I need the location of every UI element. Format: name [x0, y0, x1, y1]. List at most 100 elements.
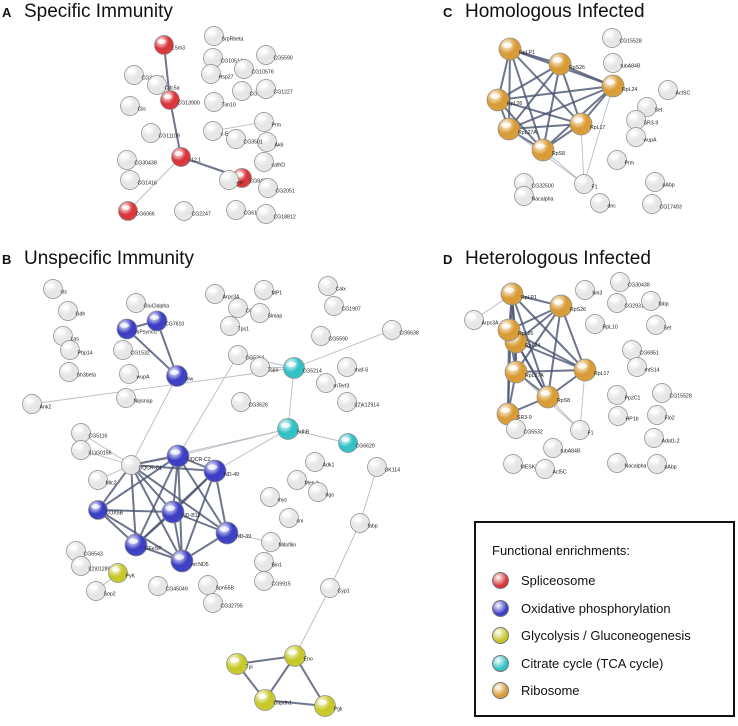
node-highlight [650, 458, 659, 464]
protein-node: F1 [570, 420, 594, 440]
node-highlight [63, 344, 72, 350]
protein-label: Mitofilin [279, 542, 297, 548]
protein-label: RpLP1 [521, 295, 537, 301]
node-highlight [123, 174, 132, 180]
protein-label: ND-39 [236, 534, 251, 540]
panel-title: Specific Immunity [24, 1, 173, 22]
protein-label: mPsyncC [135, 330, 157, 336]
glycolysis-swatch-icon [492, 626, 509, 644]
protein-label: RpL27A [518, 130, 537, 136]
protein-node-sphere [170, 549, 194, 573]
node-highlight [317, 699, 328, 705]
node-highlight [144, 127, 153, 133]
node-highlight [630, 361, 639, 367]
protein-node: sni [279, 508, 304, 528]
node-highlight [341, 437, 350, 443]
protein-node-sphere [124, 533, 148, 557]
protein-label: Prm [272, 122, 282, 128]
protein-node: l(2)01289 [71, 556, 111, 576]
protein-node: CG18812 [256, 204, 296, 224]
node-highlight [577, 178, 586, 184]
protein-label: Eno [304, 657, 313, 663]
protein-label: ActSC [676, 90, 691, 96]
node-highlight [311, 486, 320, 492]
protein-label: CG5532 [524, 429, 543, 435]
protein-label: PyK [126, 573, 136, 579]
protein-node: ND-49 [203, 459, 239, 483]
protein-label: CG2931 [625, 303, 644, 309]
node-highlight [91, 504, 100, 510]
protein-label: sni [297, 518, 304, 524]
protein-node: CG6066 [118, 201, 155, 221]
protein-label: F1 [592, 184, 598, 190]
node-highlight [257, 693, 268, 699]
network-edge [177, 455, 228, 534]
protein-label: CG9915 [272, 581, 291, 587]
node-highlight [261, 182, 270, 188]
node-highlight [207, 96, 216, 102]
protein-node-sphere [116, 318, 138, 340]
protein-node: ActSC [658, 80, 691, 100]
protein-node: RFeSP [124, 533, 162, 557]
node-highlight [606, 57, 615, 63]
protein-node: Prm [607, 150, 634, 170]
protein-node: fabp [350, 513, 378, 533]
node-highlight [340, 361, 349, 367]
node-highlight [467, 314, 476, 320]
protein-node-sphere [166, 444, 190, 468]
node-highlight [235, 85, 244, 91]
protein-label: Tpi [246, 665, 253, 671]
network-edge [511, 293, 586, 371]
protein-node: CG6638 [382, 320, 419, 340]
node-highlight [650, 409, 659, 415]
protein-label: Pgk [334, 707, 343, 713]
legend-label: Glycolysis / Gluconeogenesis [521, 627, 691, 643]
panel-letter: A [2, 5, 12, 20]
network-edge [135, 455, 179, 546]
protein-node: fabp [641, 291, 669, 311]
protein-label: CG18812 [274, 214, 296, 220]
protein-node: GluClalpha [126, 293, 169, 313]
node-highlight [111, 567, 120, 573]
protein-label: dnc [608, 203, 617, 209]
protein-node: RpL26 [486, 88, 522, 112]
node-highlight [517, 177, 526, 183]
node-highlight [593, 197, 602, 203]
ribosome-swatch-icon [492, 681, 509, 699]
network-edge [80, 432, 132, 466]
protein-node: CG9915 [254, 571, 291, 591]
protein-label: Slmap [268, 313, 283, 319]
node-highlight [122, 368, 131, 374]
protein-label: CG6638 [400, 330, 419, 336]
network-edge [31, 367, 295, 405]
node-highlight [128, 538, 139, 544]
protein-node: Nipsnap [116, 388, 153, 408]
node-highlight [578, 284, 587, 290]
protein-label: CG15528 [620, 38, 642, 44]
protein-node-sphere [486, 88, 510, 112]
node-highlight [223, 320, 232, 326]
protein-node-sphere [203, 459, 227, 483]
protein-label: Cyp1 [338, 588, 350, 594]
protein-node: RpL27A [504, 360, 544, 384]
node-highlight [177, 205, 186, 211]
node-highlight [573, 424, 582, 430]
protein-node: pAbp [647, 454, 677, 474]
protein-label: CG11109 [159, 133, 181, 139]
protein-node: Ak6 [257, 132, 284, 152]
protein-label: bin3 [593, 290, 603, 296]
node-highlight [640, 101, 649, 107]
node-highlight [253, 361, 262, 367]
node-highlight [206, 52, 215, 58]
protein-label: l(2)k12914 [355, 402, 380, 408]
node-highlight [264, 536, 273, 542]
protein-label: CG3501 [244, 139, 263, 145]
protein-label: mtS14 [645, 367, 660, 373]
node-highlight [610, 154, 619, 160]
network-edge [508, 48, 511, 130]
network-edge [127, 156, 182, 212]
protein-node-sphere [504, 360, 528, 384]
node-highlight [648, 176, 657, 182]
node-highlight [286, 361, 297, 367]
